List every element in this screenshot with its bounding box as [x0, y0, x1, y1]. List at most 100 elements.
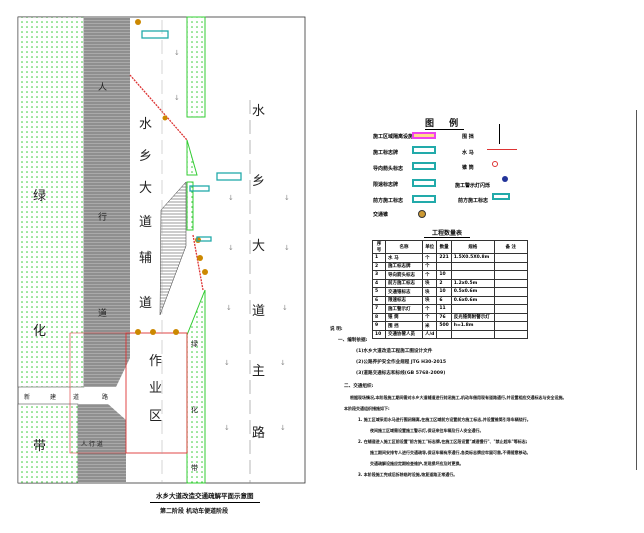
direction-arrows: ↓↓↓↓ ↓↓↓↓ ↓↓↓↓: [174, 49, 290, 432]
notes-item: (3)道路交通标志和标线(GB 5768-2009): [356, 371, 446, 376]
speed-limit-symbol: [412, 179, 436, 187]
green-belt-label: 绿: [33, 189, 46, 204]
table-cell: 锥 筒: [385, 312, 423, 322]
table-cell: 1: [372, 253, 386, 263]
median-mid: [186, 181, 194, 231]
table-cell: 221: [436, 253, 452, 263]
table-cell: [493, 253, 528, 263]
work-zone-boundary: [125, 332, 188, 454]
legend-label: 锥 筒: [462, 165, 474, 171]
table-cell: 0.6x0.6m: [450, 295, 495, 305]
median-lower: [186, 289, 206, 484]
work-zone-label: 业: [149, 381, 162, 396]
table-cell: 1.2x0.5m: [450, 278, 495, 288]
table-cell: [450, 304, 495, 314]
legend-label: 交通锥: [373, 212, 389, 218]
table-cell: [436, 329, 452, 339]
col-header: 数量: [436, 240, 452, 254]
sidewalk-upper: [84, 17, 130, 387]
table-cell: 10: [436, 287, 452, 297]
svg-text:↓: ↓: [174, 94, 180, 102]
table-cell: 块: [421, 278, 438, 288]
table-cell: [493, 312, 528, 322]
bottom-sidewalk-label: 人 行 道: [81, 440, 103, 448]
sheet-border: [636, 110, 637, 470]
table-cell: [493, 278, 528, 288]
table-cell: [493, 270, 528, 280]
aux-road-label: 大: [139, 181, 152, 196]
green-belt-lower: [17, 403, 79, 484]
table-cell: 6: [372, 295, 386, 305]
table-cell: 10: [436, 270, 452, 280]
table-cell: 个: [421, 261, 438, 271]
table-cell: [493, 304, 528, 314]
svg-text:↓: ↓: [280, 424, 286, 432]
notes-item: (2)公路养护安全作业规程 JTG H30-2015: [356, 360, 447, 365]
notes-item: 3. 本阶段施工完成后拆除临时设施,恢复道路正常通行。: [358, 472, 458, 477]
table-cell: 4: [372, 278, 386, 288]
notes-item: 1. 施工区域采用水马进行围闭隔离,在施工区域前方设置前方施工标志,并设置锥筒引…: [358, 417, 531, 422]
table-cell: 个: [421, 304, 438, 314]
legend-label: 前方施工标志: [458, 198, 489, 204]
median-label: 化: [191, 405, 198, 414]
cone-icon: [418, 210, 426, 218]
table-cell: 76: [436, 312, 452, 322]
main-road-label: 大: [252, 239, 265, 254]
legend-title: 图 例: [425, 116, 465, 130]
table-cell: 8: [372, 312, 386, 322]
main-road-label: 乡: [252, 174, 265, 189]
notes-item: 交通疏解设施应定期检查维护,发现损坏应及时更换。: [370, 461, 464, 466]
col-header: 名称: [385, 240, 423, 254]
svg-text:↓: ↓: [174, 49, 180, 57]
legend-label: 施工区域隔离设施: [373, 134, 414, 140]
svg-text:↓: ↓: [284, 244, 290, 252]
svg-text:↓: ↓: [224, 359, 230, 367]
col-header: 序号: [372, 240, 386, 254]
sign-symbol: [412, 146, 436, 154]
new-road-label: 路: [102, 393, 108, 401]
table-cell: 施工警示灯: [385, 304, 423, 314]
svg-text:↓: ↓: [228, 244, 234, 252]
barrier-line-upper: [129, 74, 188, 141]
table-cell: 限速标志: [385, 295, 423, 305]
table-cell: 6: [436, 295, 452, 305]
svg-text:↓: ↓: [284, 194, 290, 202]
construction-sign-symbol: [412, 195, 436, 203]
notes: 说 明: 一、编制依据: (1)水乡大道改造工程施工图设计文件 (2)公路养护安…: [330, 324, 567, 480]
arrow-symbol: [412, 162, 436, 170]
table-cell: 5: [372, 287, 386, 297]
col-header: 备 注: [493, 240, 528, 254]
svg-text:↓: ↓: [280, 359, 286, 367]
aux-road-label: 水: [139, 117, 152, 132]
table-cell: 块: [421, 287, 438, 297]
notes-paragraph: 根据现场情况,本阶段施工期间需对水乡大道辅道进行封闭施工,机动车借用现有道路通行…: [350, 395, 567, 400]
legend-label: 导向箭头标志: [373, 166, 404, 172]
new-road-label: 新: [24, 393, 30, 401]
main-road-label: 水: [252, 104, 265, 119]
table-cell: 2: [372, 261, 386, 271]
green-belt-upper: [17, 16, 85, 388]
water-barrier-symbol: [487, 149, 517, 150]
new-road-label: 道: [73, 393, 79, 401]
hatched-island: [159, 181, 187, 316]
cone-barrel-icon: [492, 161, 498, 167]
legend-label: 水 马: [462, 150, 474, 156]
svg-text:↓: ↓: [228, 194, 234, 202]
col-header: 单位: [421, 240, 438, 254]
warning-light-icon: [502, 176, 508, 182]
table-cell: 7: [372, 304, 386, 314]
median-taper: [186, 139, 198, 176]
table-cell: 个: [421, 312, 438, 322]
sidewalk-label: 道: [98, 307, 107, 319]
main-road-label: 道: [252, 304, 265, 319]
table-cell: 2: [436, 278, 452, 288]
traffic-cone-markers: [135, 19, 208, 335]
table-header: 序号 名称 单位 数量 规格 备 注: [372, 240, 528, 254]
svg-text:↓: ↓: [224, 424, 230, 432]
notes-section-2: 二、交通组织:: [344, 384, 374, 389]
